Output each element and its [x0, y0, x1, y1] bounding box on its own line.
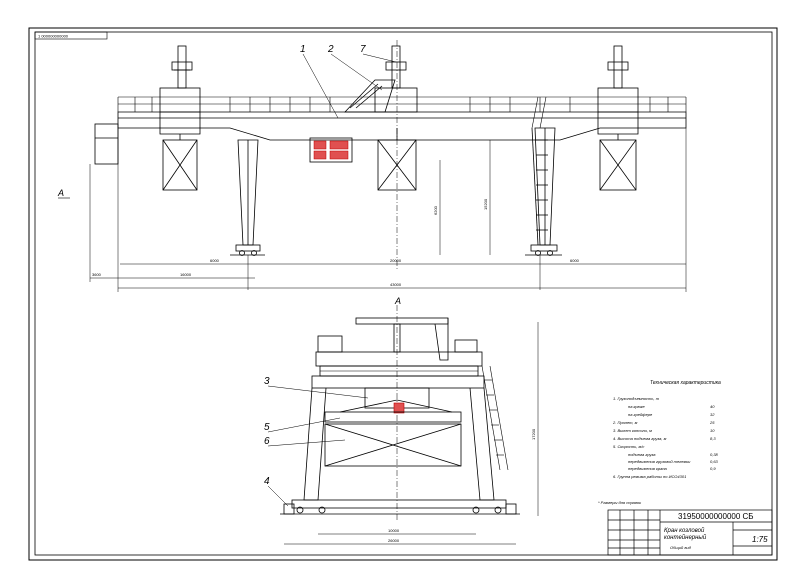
left-trolley: [159, 45, 201, 191]
spec-val-2: 40: [710, 404, 715, 409]
dim-left-cantilever: 6000: [210, 258, 220, 263]
title-block: [607, 509, 773, 556]
title-name-1: Кран козловой: [664, 527, 705, 534]
dim-top-height-mid: 6200: [433, 205, 438, 215]
dim-front-base: 10000: [388, 528, 400, 533]
left-end-box: [94, 123, 119, 165]
spec-line-6: 4. Высота подъема груза, м: [613, 436, 667, 441]
specs-note: * Размеры для справок: [598, 500, 642, 505]
dim-left-small: 3600: [92, 272, 102, 277]
dim-total-length: 43000: [390, 282, 402, 287]
left-leg: [230, 139, 265, 256]
outer-frame: [28, 27, 778, 561]
inner-frame: [34, 31, 773, 556]
callout-6: 6: [264, 436, 270, 447]
dim-right-cantilever: 6000: [570, 258, 580, 263]
callout-3: 3: [264, 376, 270, 387]
operator-cabin: [309, 137, 353, 163]
view-mark-a-side: А: [57, 188, 64, 198]
spec-val-8: 0,38: [710, 452, 719, 457]
spec-val-6: 8,3: [710, 436, 716, 441]
callout-2: 2: [327, 44, 334, 55]
spec-line-2: на крюке: [628, 404, 646, 409]
top-railing: [117, 96, 687, 112]
spec-line-4: 2. Пролет, м: [612, 420, 638, 425]
front-left-leg: [303, 387, 327, 501]
front-dimensions: [284, 322, 539, 545]
callout-4: 4: [264, 476, 270, 487]
right-trolley: [597, 45, 639, 191]
stamp-box: [34, 31, 108, 40]
top-dimensions: [89, 128, 687, 292]
title-name-2: контейнерный: [664, 534, 707, 541]
dim-top-height-left: 15200: [483, 198, 488, 210]
spec-val-5: 10: [710, 428, 715, 433]
title-scale: 1:75: [752, 535, 768, 544]
dim-left-outer: 16000: [180, 272, 192, 277]
spec-val-10: 0,9: [710, 466, 716, 471]
spec-line-5: 3. Вылет консоли, м: [613, 428, 652, 433]
right-leg: [525, 96, 562, 256]
spec-line-3: на грейфере: [628, 412, 653, 417]
callout-1: 1: [300, 44, 306, 55]
stamp-code: 1 000000000000: [38, 34, 69, 39]
spec-line-1: 1. Грузоподъемность, т: [613, 396, 660, 401]
spec-val-4: 25: [709, 420, 715, 425]
crane-front-view: [280, 305, 520, 520]
dim-front-height: 17200: [531, 428, 536, 440]
main-girder: [117, 111, 687, 141]
spec-line-10: передвижения крана: [628, 466, 668, 471]
spec-line-8: подъема груза: [628, 452, 656, 457]
front-container: [324, 423, 462, 467]
spec-line-11: 6. Группа режима работы по ИСО4301: [613, 474, 686, 479]
spec-line-9: передвижения грузовой тележки: [628, 459, 691, 464]
view-mark-a-top: А: [394, 296, 401, 306]
dim-span: 20000: [390, 258, 402, 263]
spec-line-7: 5. Скорость, м/с: [613, 444, 644, 449]
title-code: 31950000000000 СБ: [678, 512, 754, 521]
specs-title: Техническая характеристика: [650, 380, 721, 386]
specs-block: Техническая характеристика 1. Грузоподъе…: [598, 380, 721, 505]
front-right-leg: [469, 387, 495, 501]
dim-front-track: 26000: [388, 538, 400, 543]
spec-val-3: 32: [710, 412, 715, 417]
title-subtitle: Общий вид: [670, 545, 692, 550]
callout-7: 7: [360, 44, 366, 55]
callout-5: 5: [264, 422, 270, 433]
crane-side-view: [94, 40, 687, 270]
front-ladder: [481, 365, 509, 471]
spec-val-9: 0,63: [710, 459, 719, 464]
